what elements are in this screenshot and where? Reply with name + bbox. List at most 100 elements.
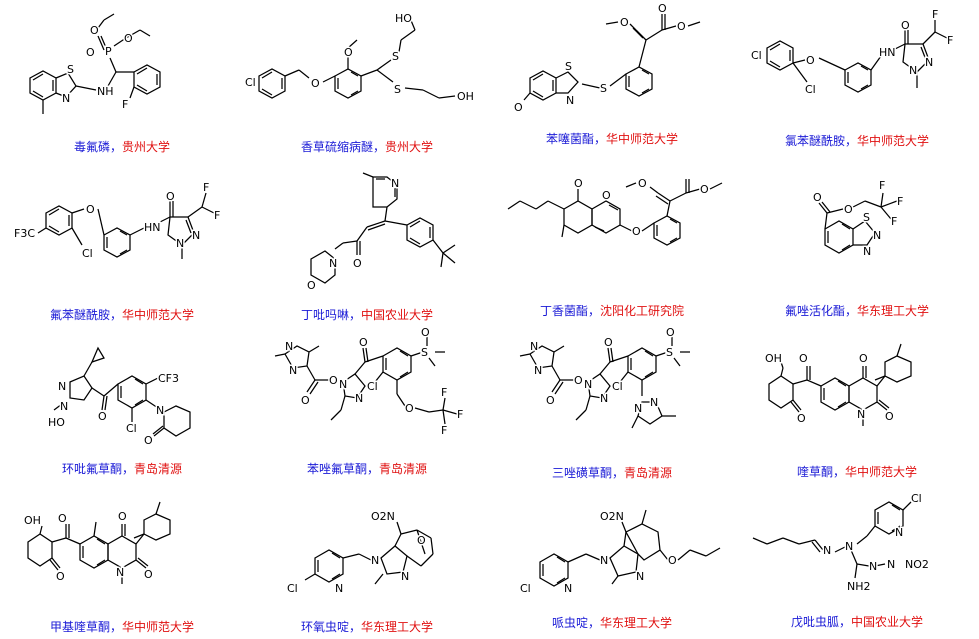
- atom-label: O: [546, 394, 555, 407]
- developer-name: 中国农业大学: [361, 308, 434, 322]
- compound-name: 毒氟磷: [73, 140, 110, 154]
- developer-name: 青岛清源: [134, 462, 183, 476]
- compound-name: 丁香菌酯: [539, 304, 588, 318]
- atom-label: F: [441, 424, 447, 437]
- atom-label: Cl: [245, 76, 256, 89]
- developer-name: 华中师范大学: [845, 465, 918, 479]
- compound-caption: 丁吡吗啉，中国农业大学: [245, 306, 489, 323]
- developer-name: 沈阳化工研究院: [600, 304, 685, 318]
- atom-label: NH: [97, 85, 114, 98]
- atom-label: O: [602, 189, 611, 202]
- compound-card-2: Cl O O S S HO OH 香草硫缩病醚，贵州大学: [245, 0, 489, 159]
- atom-label: O: [574, 177, 583, 190]
- atom-label: F: [441, 386, 447, 399]
- atom-label: N: [530, 340, 538, 353]
- atom-label: N: [600, 392, 608, 405]
- atom-label: N: [60, 400, 68, 413]
- compound-name: 哌虫啶: [551, 616, 588, 630]
- compound-card-1: S N NH P O O O F 毒氟磷，贵州大学: [0, 0, 244, 159]
- atom-label: N: [925, 56, 933, 69]
- atom-label: O: [144, 568, 153, 581]
- atom-label: N: [823, 544, 831, 557]
- structure-12: OH O O N O O: [764, 343, 912, 427]
- atom-label: O: [799, 352, 808, 365]
- atom-label: O: [353, 257, 362, 270]
- atom-label: N: [650, 396, 658, 409]
- atom-label: O: [632, 225, 641, 238]
- compound-name: 三唑磺草酮: [551, 466, 612, 480]
- atom-label: N: [192, 229, 200, 242]
- atom-label: O: [166, 190, 175, 203]
- caption-separator: ，: [593, 132, 606, 146]
- atom-label: Cl: [520, 582, 531, 595]
- structure-7: O O O O O: [507, 176, 723, 246]
- structure-15: O2N N N O Cl N: [519, 509, 721, 597]
- atom-label: Cl: [751, 49, 762, 62]
- atom-label: O: [344, 46, 353, 59]
- atom-label: N: [564, 582, 572, 595]
- compound-name: 苯唑氟草酮: [306, 462, 367, 476]
- atom-label: S: [863, 211, 870, 224]
- caption-separator: ，: [109, 140, 122, 154]
- compound-name: 香草硫缩病醚: [300, 140, 373, 154]
- atom-label: O2N: [371, 510, 395, 523]
- atom-label: O: [885, 410, 894, 423]
- compound-caption: 丁香菌酯，沈阳化工研究院: [490, 302, 734, 319]
- compound-card-13: OH O O N O O 甲基喹草酮，华中师范大学: [0, 480, 244, 639]
- compound-caption: 戊吡虫胍，中国农业大学: [735, 613, 979, 630]
- structure-1: S N NH P O O O F: [29, 13, 161, 114]
- atom-label: S: [67, 63, 74, 76]
- atom-label: N: [600, 554, 608, 567]
- atom-label: O: [859, 352, 868, 365]
- atom-label: O: [56, 570, 65, 583]
- atom-label: HO: [48, 416, 65, 429]
- developer-name: 青岛清源: [624, 466, 673, 480]
- caption-separator: ，: [109, 308, 122, 322]
- atom-label: O: [118, 510, 127, 523]
- compound-card-4: Cl O Cl HN O F F N N 氯苯醚酰胺，华中师范大学: [735, 0, 979, 159]
- atom-label: O: [700, 183, 709, 196]
- compound-card-14: O2N O N N Cl N 环氧虫啶，华东理工大学: [245, 480, 489, 639]
- atom-label: F: [122, 98, 128, 111]
- atom-label: O: [86, 46, 95, 59]
- atom-label: S: [565, 60, 572, 73]
- atom-label: F: [891, 215, 897, 228]
- atom-label: N: [634, 402, 642, 415]
- atom-label: N: [156, 404, 164, 417]
- compound-name: 戊吡虫胍: [790, 615, 839, 629]
- atom-label: F: [932, 8, 938, 21]
- atom-label: Cl: [287, 582, 298, 595]
- atom-label: N: [857, 408, 865, 421]
- atom-label: Cl: [126, 422, 137, 435]
- compound-name: 环氧虫啶: [300, 620, 349, 634]
- atom-label: S: [394, 83, 401, 96]
- atom-label: N: [895, 526, 903, 539]
- structure-16: Cl N N N N N NO2 NH2: [752, 491, 930, 595]
- structure-3: S S N O O O O: [513, 1, 701, 116]
- atom-label: O: [574, 374, 583, 387]
- caption-separator: ，: [832, 465, 845, 479]
- caption-separator: ，: [366, 462, 379, 476]
- caption-separator: ，: [109, 620, 122, 634]
- atom-label: N: [391, 177, 399, 190]
- developer-name: 华中师范大学: [857, 134, 930, 148]
- compound-caption: 苯噻菌酯，华中师范大学: [490, 130, 734, 147]
- compound-caption: 苯唑氟草酮，青岛清源: [245, 460, 489, 477]
- compound-name: 喹草酮: [796, 465, 833, 479]
- structure-9: CF3 N N O Cl N HO O: [47, 346, 191, 449]
- atom-label: OH: [765, 352, 782, 365]
- atom-label: N: [289, 364, 297, 377]
- atom-label: N: [584, 378, 592, 391]
- atom-label: O: [620, 16, 629, 29]
- caption-separator: ，: [611, 466, 624, 480]
- caption-separator: ，: [348, 620, 361, 634]
- atom-label: N: [116, 566, 124, 579]
- atom-label: Cl: [612, 380, 623, 393]
- developer-name: 贵州大学: [122, 140, 171, 154]
- atom-label: N: [845, 540, 853, 553]
- atom-label: Cl: [367, 380, 378, 393]
- atom-label: F: [879, 179, 885, 192]
- atom-label: O: [124, 32, 133, 45]
- atom-label: O: [58, 512, 67, 525]
